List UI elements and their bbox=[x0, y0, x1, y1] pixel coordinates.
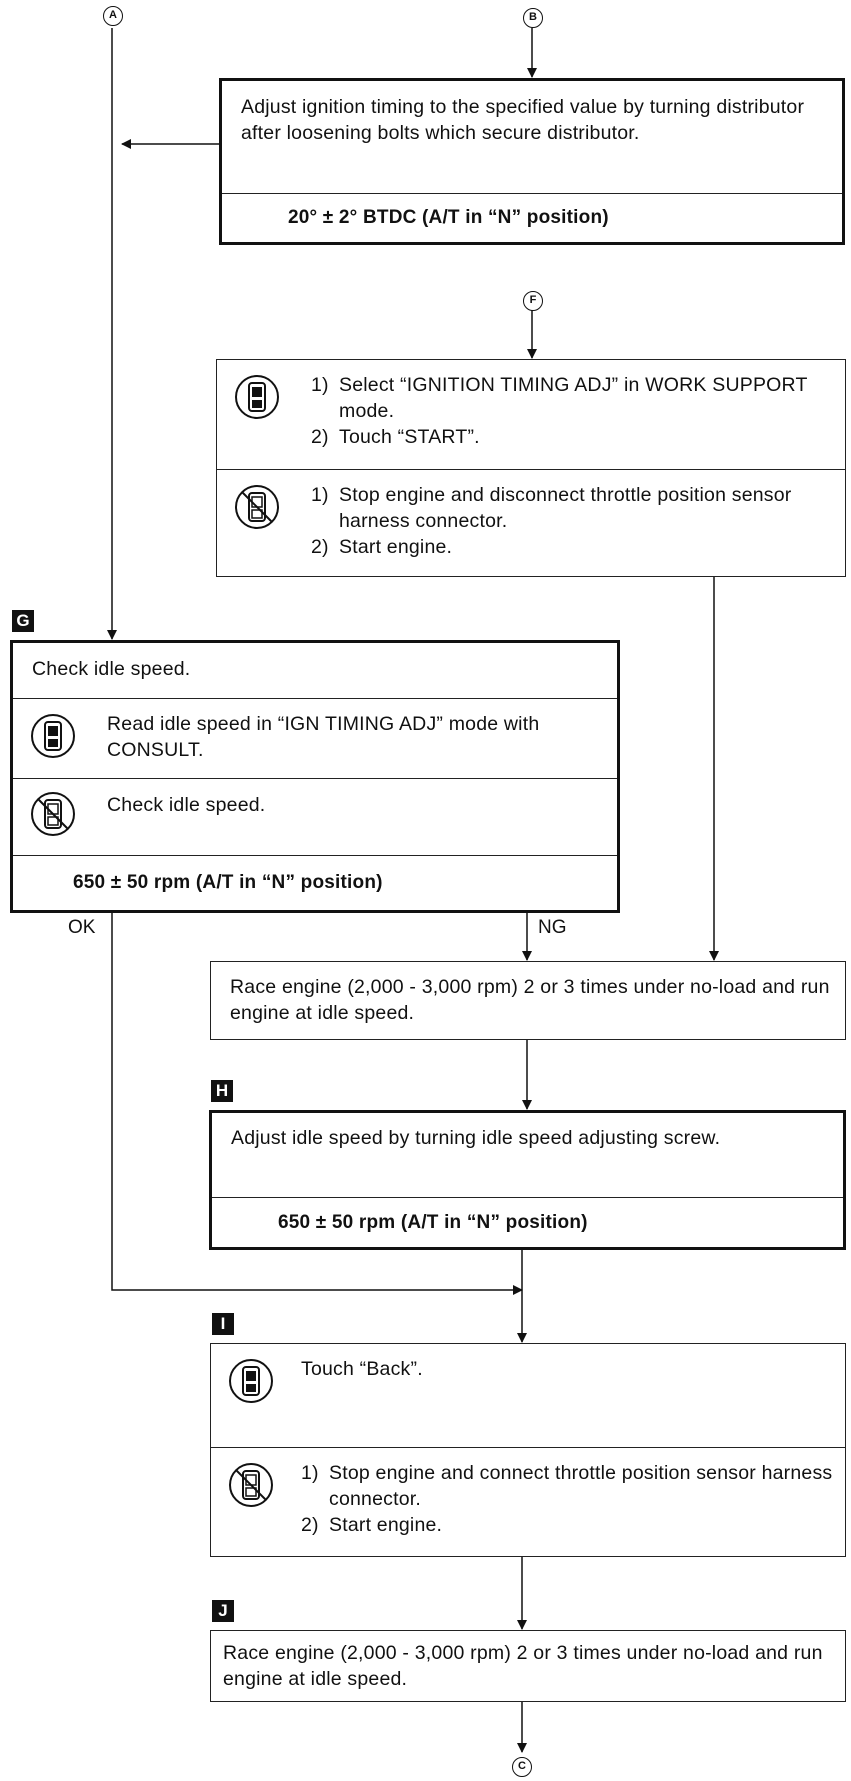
race-engine-box-1: Race engine (2,000 - 3,000 rpm) 2 or 3 t… bbox=[210, 961, 846, 1040]
no-consult-step-1: 1)Stop engine and disconnect throttle po… bbox=[311, 484, 792, 532]
adjust-ignition-text: Adjust ignition timing to the specified … bbox=[241, 96, 805, 144]
race-engine-text-1: Race engine (2,000 - 3,000 rpm) 2 or 3 t… bbox=[230, 976, 830, 1024]
line-g-ok bbox=[111, 913, 523, 1295]
check-idle-speed-box: Check idle speed. Read idle speed in “IG… bbox=[10, 640, 620, 913]
step-label-g: G bbox=[12, 610, 34, 632]
connector-a: A bbox=[103, 6, 123, 26]
reconnect-step-2: 2)Start engine. bbox=[301, 1514, 443, 1536]
no-consult-tester-icon bbox=[229, 1463, 273, 1507]
check-idle-speed-title: Check idle speed. bbox=[32, 658, 191, 680]
no-consult-check-idle-text: Check idle speed. bbox=[107, 794, 266, 816]
consult-setup-box: 1)Select “IGNITION TIMING ADJ” in WORK S… bbox=[216, 359, 846, 577]
consult-read-idle-text: Read idle speed in “IGN TIMING ADJ” mode… bbox=[107, 713, 540, 761]
consult-step-2: 2)Touch “START”. bbox=[311, 426, 480, 448]
idle-speed-spec-g: 650 ± 50 rpm (A/T in “N” position) bbox=[73, 872, 383, 893]
ignition-timing-spec: 20° ± 2° BTDC (A/T in “N” position) bbox=[288, 207, 609, 228]
adjust-idle-speed-box: Adjust idle speed by turning idle speed … bbox=[209, 1110, 846, 1250]
adjust-ignition-box: Adjust ignition timing to the specified … bbox=[219, 78, 845, 245]
ng-label: NG bbox=[538, 917, 567, 938]
consult-tester-icon bbox=[235, 375, 279, 419]
connector-b: B bbox=[523, 8, 543, 28]
idle-speed-spec-h: 650 ± 50 rpm (A/T in “N” position) bbox=[278, 1212, 588, 1233]
consult-tester-icon bbox=[229, 1359, 273, 1403]
no-consult-tester-icon bbox=[31, 792, 75, 836]
connector-c: C bbox=[512, 1757, 532, 1777]
no-consult-tester-icon bbox=[235, 485, 279, 529]
connector-f: F bbox=[523, 291, 543, 311]
step-label-i: I bbox=[212, 1313, 234, 1335]
no-consult-step-2: 2)Start engine. bbox=[311, 536, 453, 558]
touch-back-box: Touch “Back”. 1)Stop engine and connect … bbox=[210, 1343, 846, 1557]
ok-label: OK bbox=[68, 917, 96, 938]
step-label-j: J bbox=[212, 1600, 234, 1622]
step-label-h: H bbox=[211, 1080, 233, 1102]
consult-step-1: 1)Select “IGNITION TIMING ADJ” in WORK S… bbox=[311, 374, 808, 422]
race-engine-text-2: Race engine (2,000 - 3,000 rpm) 2 or 3 t… bbox=[223, 1642, 823, 1690]
touch-back-text: Touch “Back”. bbox=[301, 1358, 423, 1380]
race-engine-box-2: Race engine (2,000 - 3,000 rpm) 2 or 3 t… bbox=[210, 1630, 846, 1702]
reconnect-step-1: 1)Stop engine and connect throttle posit… bbox=[301, 1462, 833, 1510]
adjust-idle-speed-text: Adjust idle speed by turning idle speed … bbox=[231, 1127, 721, 1149]
consult-tester-icon bbox=[31, 714, 75, 758]
